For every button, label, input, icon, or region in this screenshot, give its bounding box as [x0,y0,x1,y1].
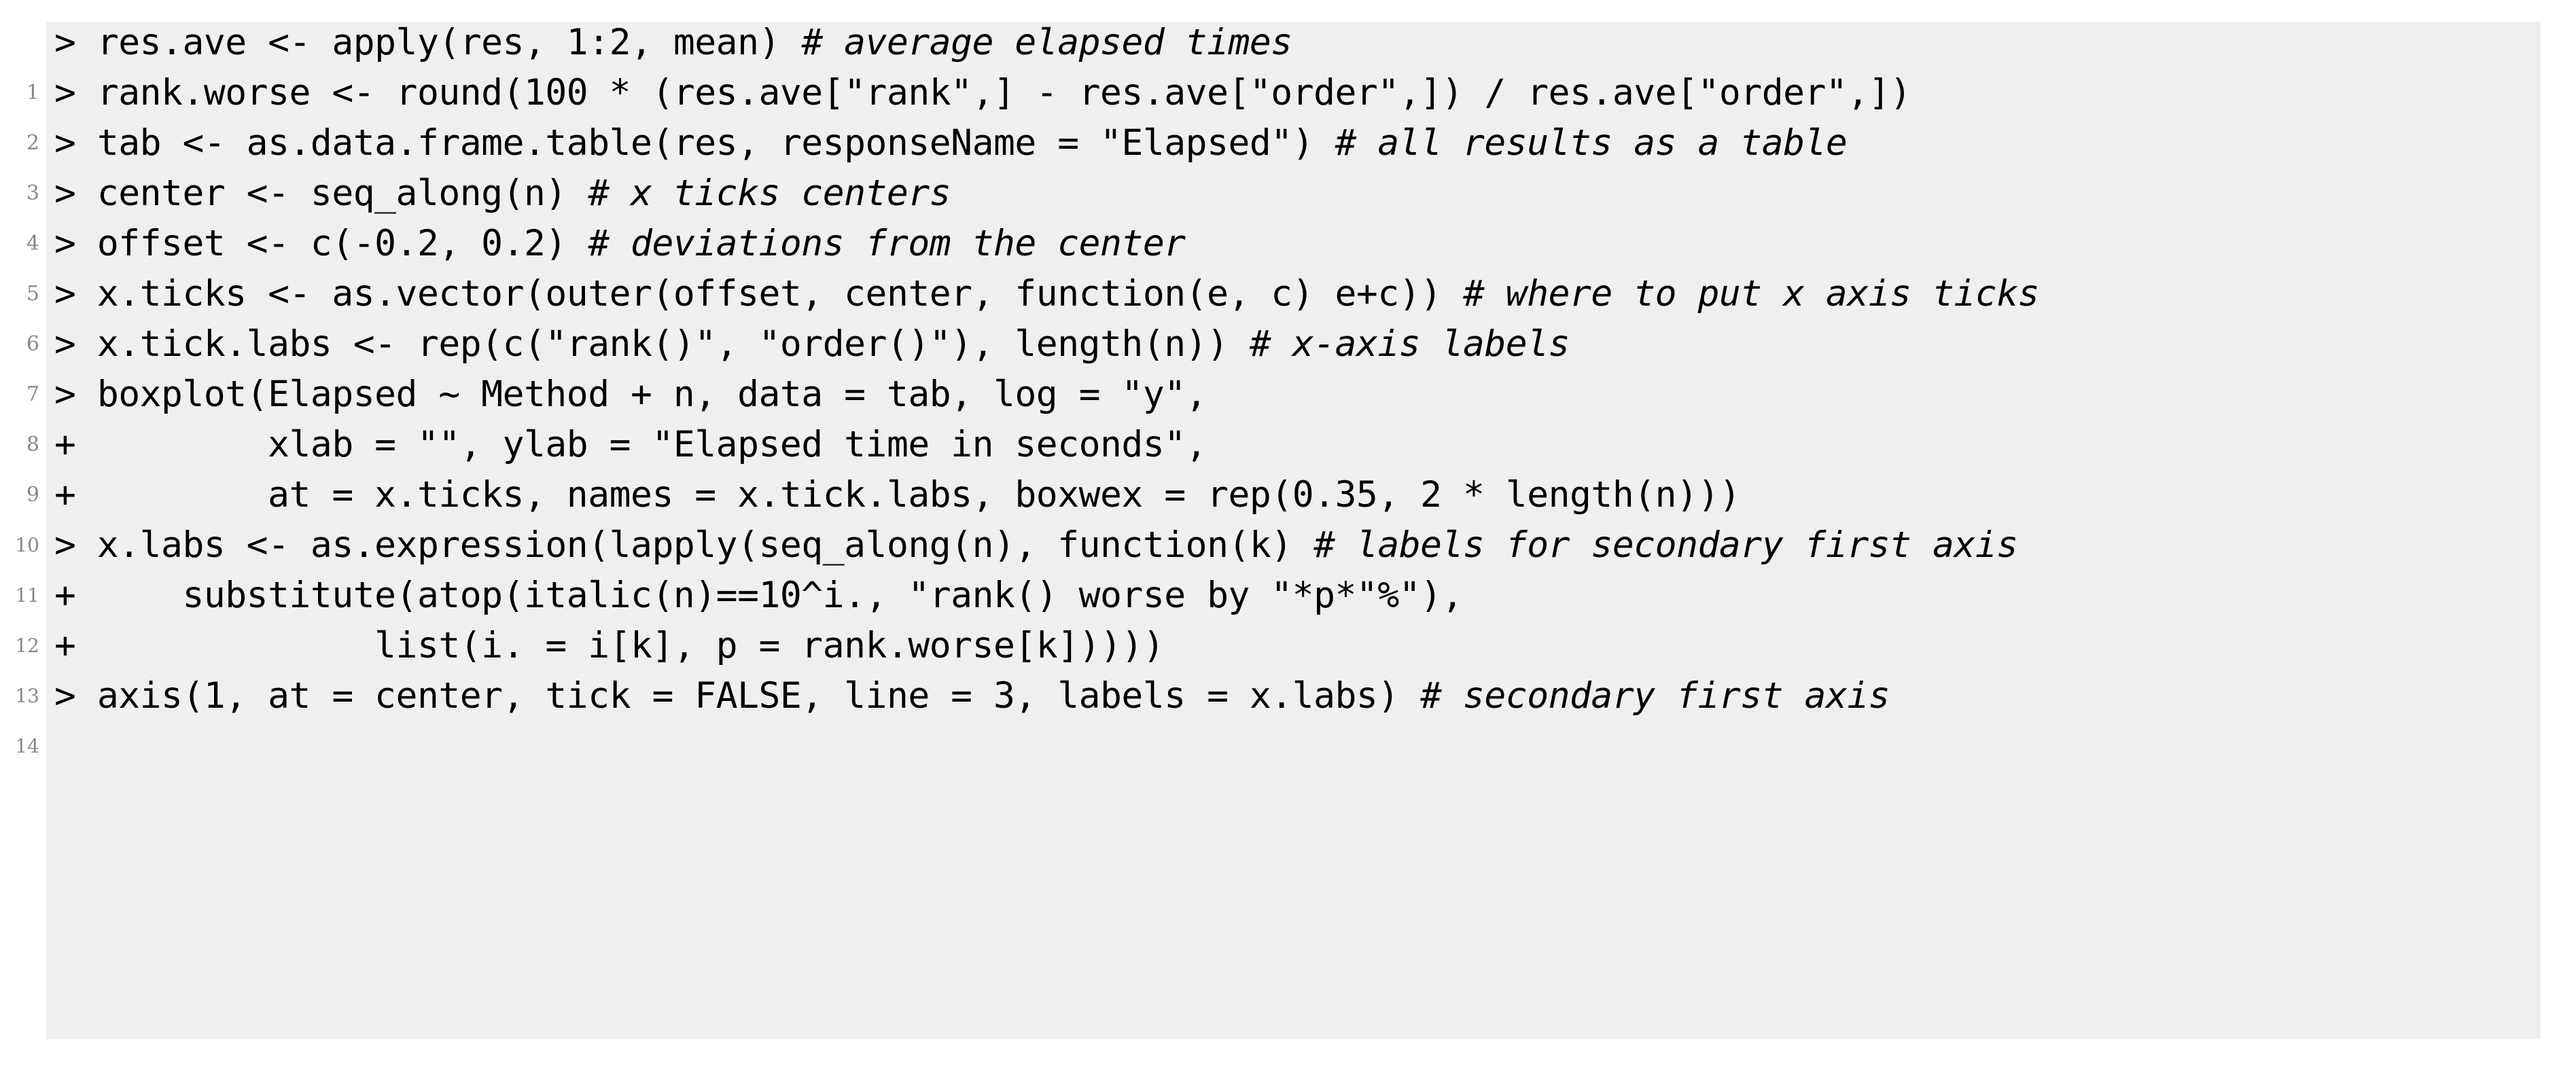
code-text: > boxplot(Elapsed ~ Method + n, data = t… [54,369,1207,420]
code-source: + xlab = "", ylab = "Elapsed time in sec… [54,424,1207,465]
line-number: 3 [26,181,39,205]
code-line: 1 > res.ave <- apply(res, 1:2, mean) # a… [0,18,2576,105]
code-line: 4 > center <- seq_along(n) # x ticks cen… [0,168,2576,255]
code-text: > x.labs <- as.expression(lapply(seq_alo… [54,520,2018,571]
code-text: > offset <- c(-0.2, 0.2) # deviations fr… [54,219,1186,269]
code-text: > x.tick.labs <- rep(c("rank()", "order(… [54,319,1570,369]
code-comment: # x ticks centers [588,173,951,214]
code-text: > center <- seq_along(n) # x ticks cente… [54,168,951,219]
code-line: 11 > x.labs <- as.expression(lapply(seq_… [0,520,2576,607]
code-source: > rank.worse <- round(100 * (res.ave["ra… [54,72,1911,113]
code-source: > center <- seq_along(n) [54,173,588,214]
code-line: 14 > axis(1, at = center, tick = FALSE, … [0,671,2576,757]
code-text: > x.ticks <- as.vector(outer(offset, cen… [54,269,2040,319]
code-comment: # labels for secondary first axis [1313,524,2018,566]
code-line: 5 > offset <- c(-0.2, 0.2) # deviations … [0,219,2576,306]
code-comment: # average elapsed times [801,22,1292,63]
code-source: > x.labs <- as.expression(lapply(seq_alo… [54,524,1314,566]
code-line: 10 + at = x.ticks, names = x.tick.labs, … [0,470,2576,556]
line-number: 13 [15,685,39,707]
code-comment: # deviations from the center [588,223,1186,264]
code-line: 7 > x.tick.labs <- rep(c("rank()", "orde… [0,319,2576,406]
line-number: 1 [26,81,39,105]
code-source: + at = x.ticks, names = x.tick.labs, box… [54,474,1741,516]
code-text: + at = x.ticks, names = x.tick.labs, box… [54,470,1741,520]
code-source: > offset <- c(-0.2, 0.2) [54,223,588,264]
line-number: 2 [26,131,39,155]
code-line: 2 > rank.worse <- round(100 * (res.ave["… [0,68,2576,155]
line-number: 5 [26,282,39,306]
code-text: > rank.worse <- round(100 * (res.ave["ra… [54,68,1911,118]
code-source: > tab <- as.data.frame.table(res, respon… [54,122,1335,164]
code-comment: # x-axis labels [1249,323,1570,365]
code-line: 13 + list(i. = i[k], p = rank.worse[k]))… [0,621,2576,707]
code-source: > x.ticks <- as.vector(outer(offset, cen… [54,273,1463,314]
line-number: 8 [26,433,39,456]
line-number: 11 [15,584,39,607]
code-line: 6 > x.ticks <- as.vector(outer(offset, c… [0,269,2576,356]
code-text: + list(i. = i[k], p = rank.worse[k])))) [54,621,1165,671]
code-line: 12 + substitute(atop(italic(n)==10^i., "… [0,571,2576,657]
code-source: + list(i. = i[k], p = rank.worse[k])))) [54,625,1165,666]
code-source: + substitute(atop(italic(n)==10^i., "ran… [54,575,1463,616]
line-number: 10 [15,534,39,556]
code-line: 8 > boxplot(Elapsed ~ Method + n, data =… [0,369,2576,456]
code-text: + xlab = "", ylab = "Elapsed time in sec… [54,420,1207,470]
code-text: > axis(1, at = center, tick = FALSE, lin… [54,671,1890,721]
code-comment: # where to put x axis ticks [1462,273,2040,314]
code-block-background [46,22,2541,1039]
code-text: > res.ave <- apply(res, 1:2, mean) # ave… [54,18,1292,68]
line-number: 9 [26,483,39,507]
code-source: > axis(1, at = center, tick = FALSE, lin… [54,675,1421,717]
line-number: 14 [15,735,39,757]
line-number: 7 [26,382,39,406]
line-number: 4 [26,232,39,255]
code-comment: # all results as a table [1335,122,1848,164]
line-number: 12 [15,634,39,657]
line-number: 6 [26,332,39,356]
code-source: > boxplot(Elapsed ~ Method + n, data = t… [54,374,1207,415]
code-line: 3 > tab <- as.data.frame.table(res, resp… [0,118,2576,205]
code-text: > tab <- as.data.frame.table(res, respon… [54,118,1848,168]
code-line: 9 + xlab = "", ylab = "Elapsed time in s… [0,420,2576,507]
code-text: + substitute(atop(italic(n)==10^i., "ran… [54,571,1463,621]
code-source: > res.ave <- apply(res, 1:2, mean) [54,22,802,63]
code-source: > x.tick.labs <- rep(c("rank()", "order(… [54,323,1250,365]
code-comment: # secondary first axis [1420,675,1890,717]
